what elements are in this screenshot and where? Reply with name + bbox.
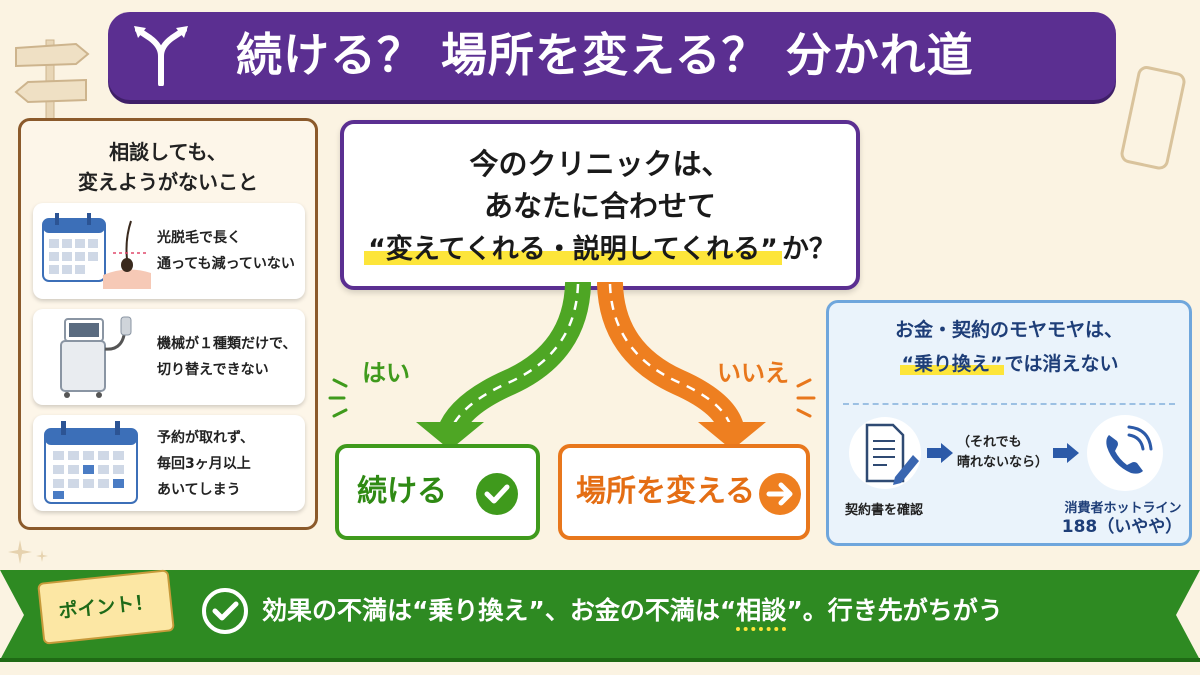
list-item: 予約が取れず、 毎回3ヶ月以上 あいてしまう [33, 415, 305, 511]
divider [843, 403, 1175, 405]
arrow-right-icon [927, 443, 953, 463]
fork-road-icon [134, 26, 188, 86]
machine-icon [60, 316, 132, 398]
money-card-subtitle: “乗り換え”では消えない [899, 353, 1119, 375]
contract-label: 契約書を確認 [845, 503, 924, 518]
unchangeable-card: 相談しても、 変えようがないこと 光脱毛で長く 通っても減っていない [18, 118, 318, 530]
hotline-number: 188（いやや） [1061, 517, 1183, 537]
arrow-right-icon [1053, 443, 1079, 463]
no-label: いいえ [717, 359, 789, 387]
hotline-label: 消費者ホットライン [1064, 501, 1182, 516]
list-item: 光脱毛で長く 通っても減っていない [33, 203, 305, 299]
condition-text: （それでも 晴れないなら） [957, 435, 1049, 470]
continue-label: 続ける [357, 474, 447, 509]
change-place-label: 場所を変える [576, 474, 756, 509]
calendar-hair-icon [42, 213, 151, 289]
arrow-right-icon [759, 473, 801, 515]
question-line: “変えてくれる・説明してくれる”か？ [344, 230, 856, 270]
title-banner: 続ける？ 場所を変える？ 分かれ道 [108, 12, 1116, 100]
unchangeable-card-title: 相談しても、 変えようがないこと [78, 140, 258, 194]
change-place-box: 場所を変える [558, 444, 810, 540]
phone-icon [1087, 415, 1163, 491]
continue-box: 続ける [335, 444, 540, 540]
emphasis-word: 相談 [736, 596, 787, 631]
calendar-icon [44, 421, 138, 504]
list-item: 機械が１種類だけで、 切り替えできない [33, 309, 305, 405]
page-title: 続ける？ 場所を変える？ 分かれ道 [236, 28, 974, 82]
check-circle-icon [202, 588, 248, 634]
contract-document-icon [849, 417, 921, 489]
question-box: 今のクリニックは、 あなたに合わせて “変えてくれる・説明してくれる”か？ [340, 120, 860, 290]
question-highlight: “変えてくれる・説明してくれる” [364, 234, 782, 265]
phone-doodle-icon [1120, 66, 1186, 170]
point-ribbon [0, 570, 1200, 662]
branch-roads [328, 282, 816, 450]
check-icon [476, 473, 518, 515]
sparkle-icon [8, 540, 48, 564]
signpost-icon [14, 39, 90, 139]
money-contract-card: お金・契約のモヤモヤは、 “乗り換え”では消えない 契約書を確認 （それでも 晴… [826, 300, 1192, 546]
money-card-title: お金・契約のモヤモヤは、 [894, 319, 1123, 341]
question-line: 今のクリニックは、 [469, 147, 731, 181]
question-line: あなたに合わせて [483, 189, 716, 223]
yes-label: はい [362, 359, 410, 387]
point-message: 効果の不満は“乗り換え”、お金の不満は“相談”。行き先がちがう [262, 588, 1162, 634]
